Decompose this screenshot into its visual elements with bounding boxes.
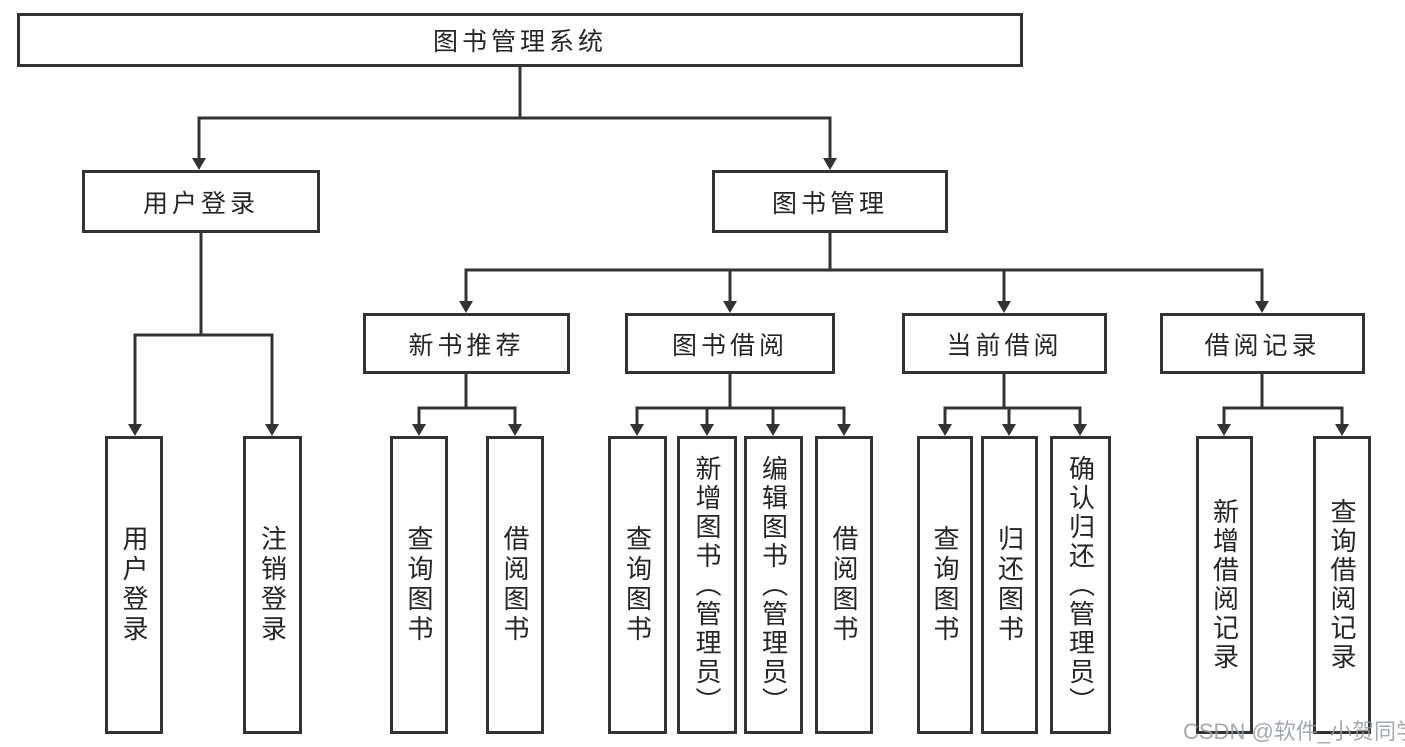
leaf-label: 查询图书 xyxy=(404,525,434,645)
leaf-label: 编辑图书（管理员） xyxy=(758,454,789,716)
node-label: 图书借阅 xyxy=(671,331,788,360)
node-book-management: 图书管理 xyxy=(712,170,948,233)
watermark: CSDN @软件_小贺同学 xyxy=(1183,719,1405,744)
leaf-label: 借阅图书 xyxy=(500,525,530,645)
node-label: 图书管理 xyxy=(771,189,888,218)
leaf-add-book-admin: 新增图书（管理员） xyxy=(677,436,737,734)
leaf-label: 借阅图书 xyxy=(829,525,859,645)
leaf-label: 查询图书 xyxy=(930,525,960,645)
node-root: 图书管理系统 xyxy=(17,13,1023,67)
leaf-label: 确认归还（管理员） xyxy=(1065,454,1096,716)
node-new-book-recommend: 新书推荐 xyxy=(363,313,570,374)
leaf-add-borrow-record: 新增借阅记录 xyxy=(1196,436,1253,734)
leaf-query-books-2: 查询图书 xyxy=(608,436,667,734)
leaf-label: 用户登录 xyxy=(119,525,149,645)
leaf-query-books-1: 查询图书 xyxy=(390,436,448,734)
node-label: 新书推荐 xyxy=(408,331,525,360)
node-user-login: 用户登录 xyxy=(82,170,320,233)
leaf-edit-book-admin: 编辑图书（管理员） xyxy=(744,436,803,734)
leaf-label: 新增借阅记录 xyxy=(1209,498,1240,672)
node-current-borrowing: 当前借阅 xyxy=(902,313,1107,374)
leaf-label: 新增图书（管理员） xyxy=(692,454,722,716)
leaf-logout: 注销登录 xyxy=(243,436,302,734)
leaf-label: 归还图书 xyxy=(994,525,1025,645)
leaf-label: 查询借阅记录 xyxy=(1327,498,1357,672)
node-label: 用户登录 xyxy=(142,189,259,218)
arrowheads xyxy=(128,158,1349,436)
leaf-borrow-books-2: 借阅图书 xyxy=(815,436,873,734)
leaf-user-login: 用户登录 xyxy=(105,436,163,734)
leaf-confirm-return-admin: 确认归还（管理员） xyxy=(1050,436,1111,734)
edge-strokes xyxy=(133,67,1344,425)
leaf-query-books-3: 查询图书 xyxy=(917,436,973,734)
leaf-borrow-books-1: 借阅图书 xyxy=(486,436,544,734)
node-borrow-records: 借阅记录 xyxy=(1160,313,1365,374)
leaf-query-borrow-record: 查询借阅记录 xyxy=(1313,436,1371,734)
leaf-label: 查询图书 xyxy=(622,525,653,645)
node-label: 当前借阅 xyxy=(946,331,1063,360)
node-label: 图书管理系统 xyxy=(432,28,607,56)
leaf-label: 注销登录 xyxy=(257,525,288,645)
node-book-borrowing: 图书借阅 xyxy=(625,313,835,374)
node-label: 借阅记录 xyxy=(1204,331,1321,360)
leaf-return-book: 归还图书 xyxy=(981,436,1038,734)
